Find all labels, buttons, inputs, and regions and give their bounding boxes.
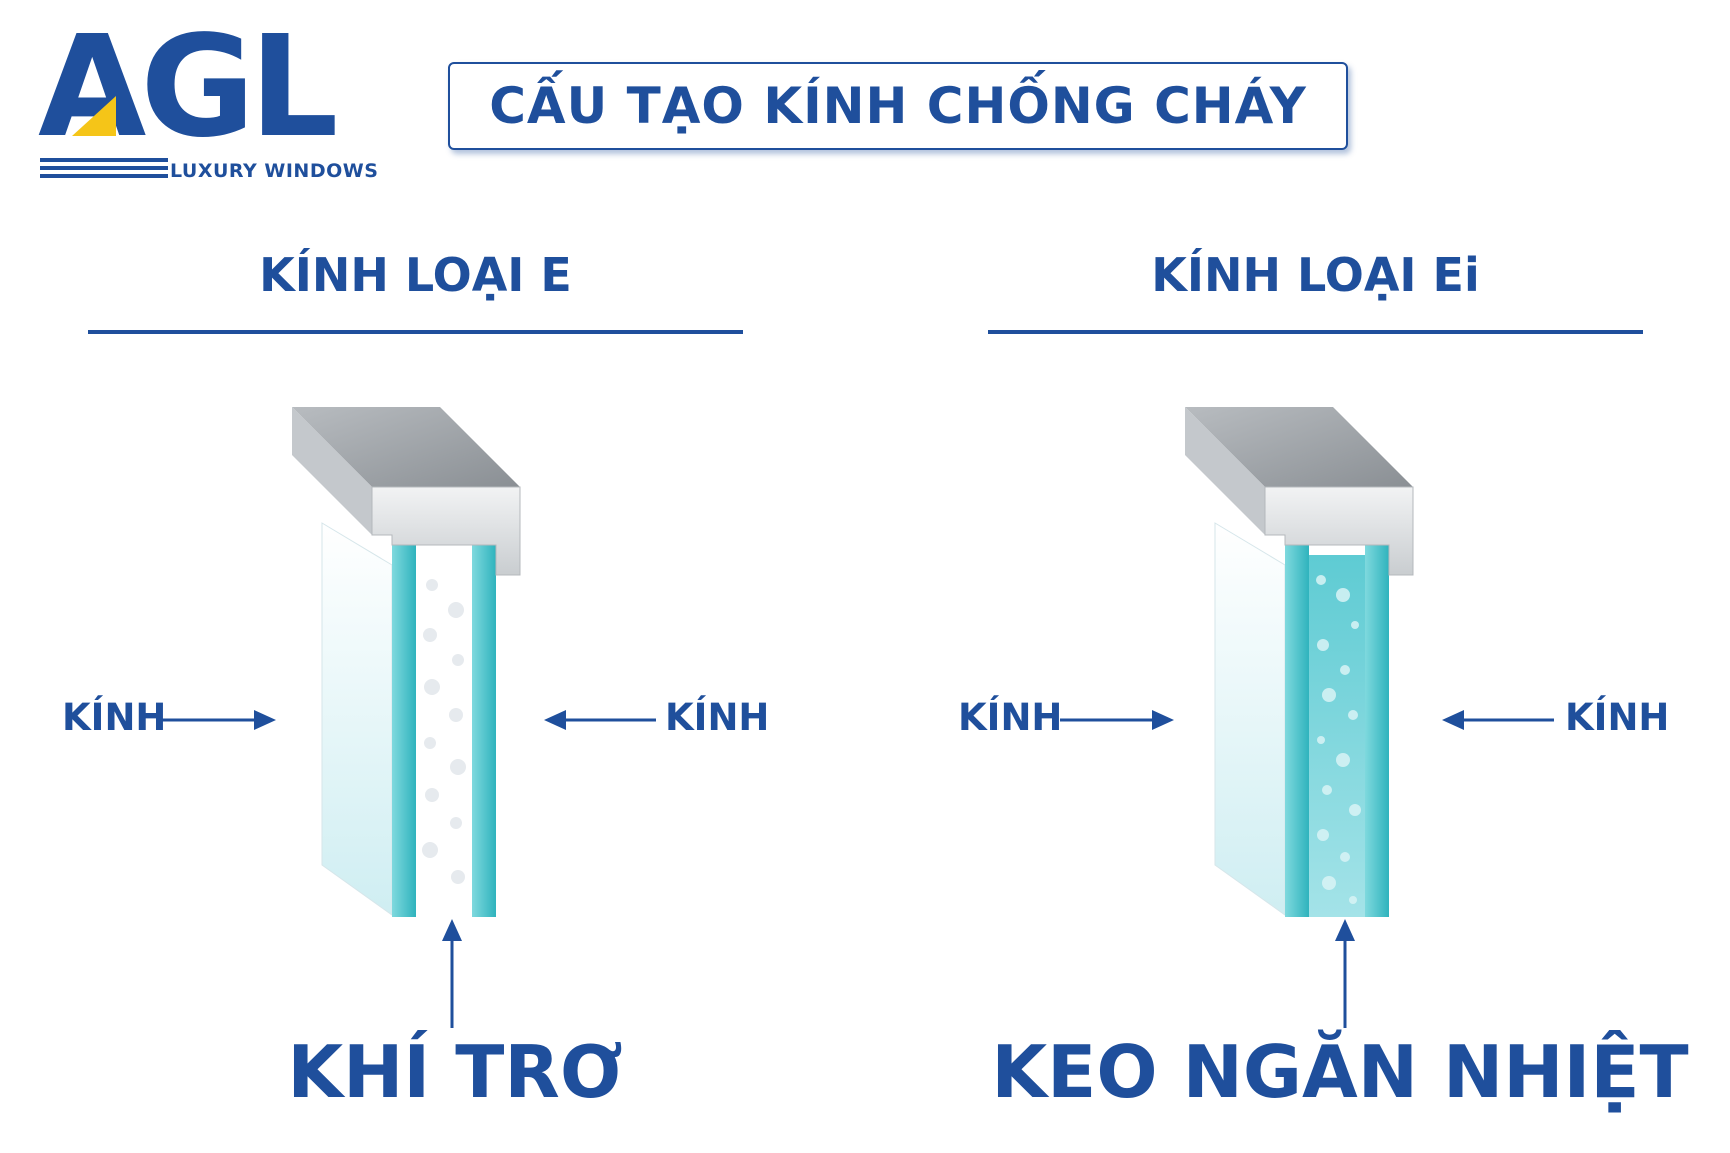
frame-front xyxy=(371,486,521,576)
panel-e-bottom-arrow xyxy=(442,919,462,1028)
panel-e-left-arrow xyxy=(162,710,276,730)
page-title: CẤU TẠO KÍNH CHỐNG CHÁY xyxy=(489,77,1307,135)
panel-e-right-arrow xyxy=(544,710,656,730)
heat-insulating-gel-core xyxy=(1309,555,1365,917)
logo-stripes xyxy=(40,158,168,182)
glass-side-face xyxy=(1214,522,1286,916)
panel-ei-left-label: KÍNH xyxy=(958,696,1063,739)
logo-text: AGL xyxy=(38,6,338,169)
panel-ei-bottom-label: KEO NGĂN NHIỆT xyxy=(991,1030,1689,1114)
frame-side xyxy=(1185,407,1265,535)
frame-side xyxy=(292,407,372,535)
glass-pane-left xyxy=(392,545,416,917)
gel-bubbles xyxy=(1316,575,1361,904)
panel-e-heading: KÍNH LOẠI E xyxy=(259,248,572,302)
frame-top xyxy=(1185,407,1413,487)
panel-ei-heading: KÍNH LOẠI Ei xyxy=(1151,248,1480,302)
glass-pane-right xyxy=(1365,545,1389,917)
glass-pane-left xyxy=(1285,545,1309,917)
panel-e-left-label: KÍNH xyxy=(62,696,167,739)
panel-ei-right-arrow xyxy=(1442,710,1554,730)
glass-pane-right xyxy=(472,545,496,917)
logo-accent-shape xyxy=(72,96,116,136)
gas-bubbles xyxy=(422,579,466,884)
panel-e-bottom-label: KHÍ TRƠ xyxy=(287,1030,623,1114)
frame-top xyxy=(292,407,520,487)
panel-e-right-label: KÍNH xyxy=(665,696,770,739)
panel-ei-bottom-arrow xyxy=(1335,919,1355,1028)
panel-ei-left-arrow xyxy=(1060,710,1174,730)
panel-ei-glass-diagram xyxy=(1185,407,1414,917)
panel-e-glass-diagram xyxy=(292,407,521,917)
frame-front xyxy=(1264,486,1414,576)
title-box: CẤU TẠO KÍNH CHỐNG CHÁY xyxy=(448,62,1348,150)
glass-side-face xyxy=(321,522,393,916)
panel-ei-rule xyxy=(988,330,1643,334)
logo-subtitle: LUXURY WINDOWS xyxy=(170,160,379,182)
panel-ei-right-label: KÍNH xyxy=(1565,696,1670,739)
inert-gas-core xyxy=(416,555,472,917)
panel-e-rule xyxy=(88,330,743,334)
